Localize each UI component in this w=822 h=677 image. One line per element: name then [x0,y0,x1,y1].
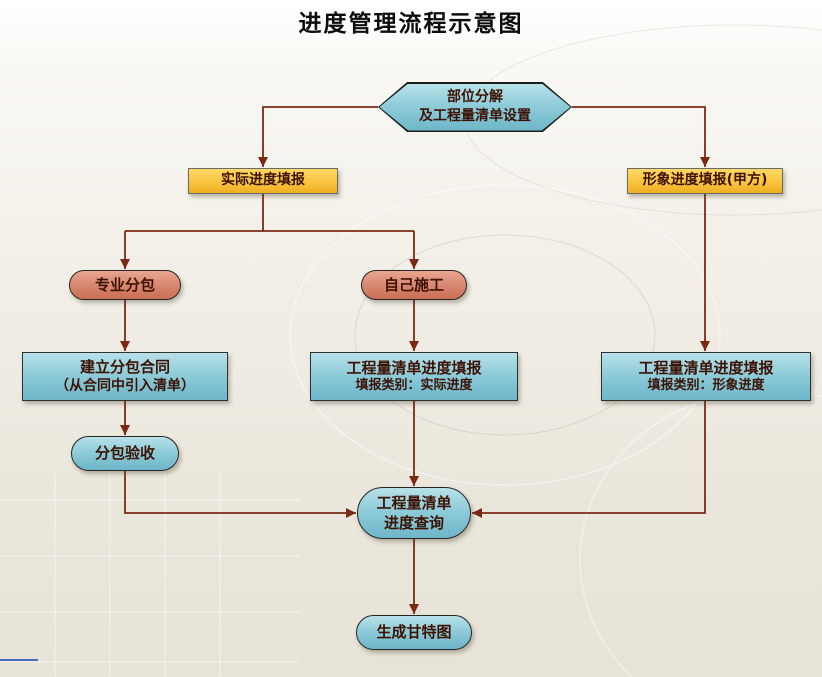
node-decompose-hexagon: 部位分解 及工程量清单设置 [378,82,572,132]
node-boq-actual-line1: 工程量清单进度填报 [346,358,482,377]
node-acceptance-label: 分包验收 [94,444,155,463]
node-boq-query: 工程量清单 进度查询 [357,487,471,539]
node-create-subcontract-line1: 建立分包合同 [79,357,170,376]
node-boq-visual-line1: 工程量清单进度填报 [638,358,774,377]
node-decompose-body: 部位分解 及工程量清单设置 [379,83,571,131]
diagram-title: 进度管理流程示意图 [298,11,524,37]
node-boq-report-actual: 工程量清单进度填报 填报类别：实际进度 [310,352,518,401]
node-actual-progress-report: 实际进度填报 [188,168,338,194]
arrow-decompose-to-visual [572,106,710,167]
node-generate-gantt: 生成甘特图 [356,615,472,650]
node-subcontract: 专业分包 [69,270,181,300]
arrow-accept-to-query [124,471,356,518]
node-gantt-label: 生成甘特图 [376,623,452,642]
node-boq-query-line1: 工程量清单 [376,493,452,512]
node-create-subcontract: 建立分包合同 （从合同中引入清单） [22,352,228,401]
node-actual-progress-label: 实际进度填报 [221,172,305,189]
node-boq-actual-line2: 填报类别：实际进度 [355,378,473,394]
node-visual-progress-label: 形象进度填报(甲方) [642,172,768,189]
node-self-construct: 自己施工 [361,270,467,300]
node-subcontract-label: 专业分包 [94,275,155,294]
node-create-subcontract-line2: （从合同中引入清单） [55,377,195,394]
node-boq-report-visual: 工程量清单进度填报 填报类别：形象进度 [601,352,811,401]
arrow-boq-visual-to-query [472,401,706,518]
arrow-decompose-to-actual [258,106,378,167]
node-subcontract-acceptance: 分包验收 [71,436,179,471]
node-self-construct-label: 自己施工 [383,275,444,294]
node-boq-query-line2: 进度查询 [383,513,444,532]
node-decompose-line1: 部位分解 [447,89,503,106]
node-visual-progress-report: 形象进度填报(甲方) [627,168,783,194]
node-decompose-line2: 及工程量清单设置 [419,108,531,124]
node-boq-visual-line2: 填报类别：形象进度 [647,378,765,394]
